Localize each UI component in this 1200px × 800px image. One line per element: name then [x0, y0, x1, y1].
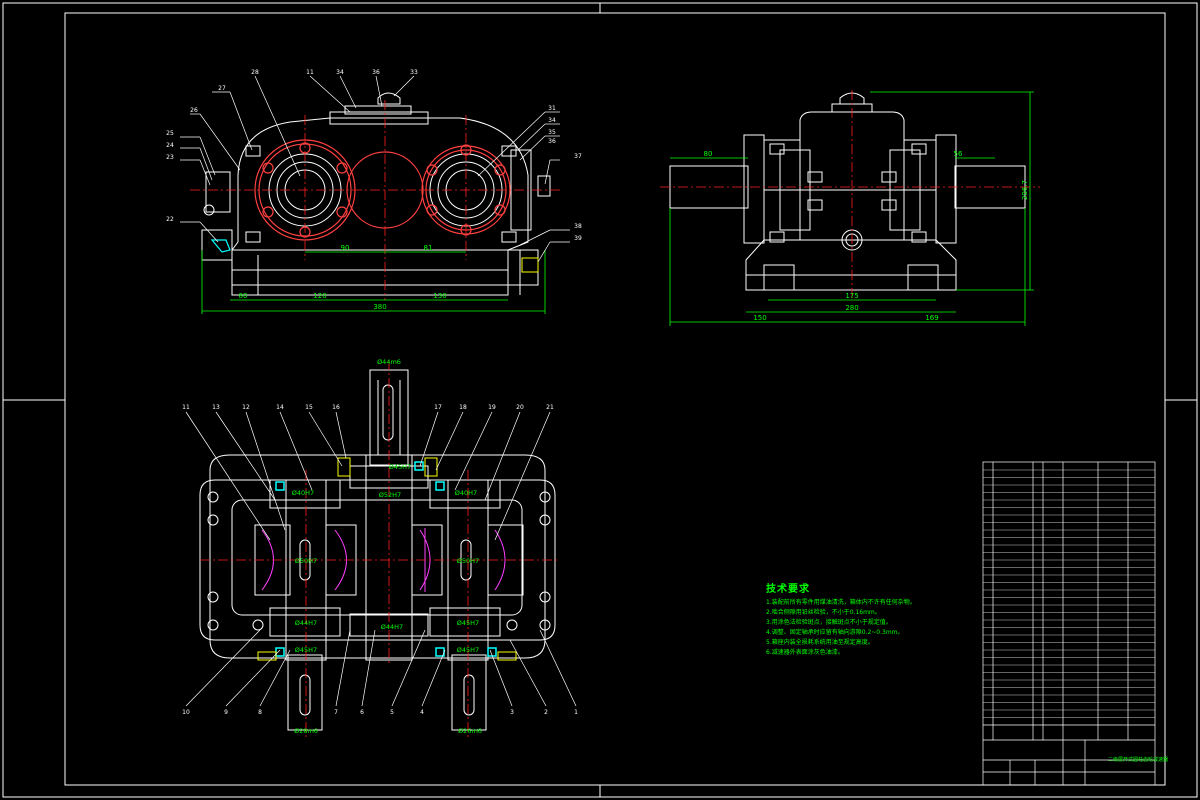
- plan-callout: 16: [332, 404, 340, 411]
- plan-fit: Ø45H7: [389, 463, 411, 471]
- side-dim-2: 56: [954, 150, 963, 158]
- front-dim-4: 380: [373, 303, 386, 311]
- title-block-name: 二级展开式圆柱齿轮减速器: [1108, 757, 1169, 763]
- plan-fit: Ø44H7: [381, 623, 403, 631]
- plan-callout: 20: [516, 404, 524, 411]
- technical-requirements: 技术要求 1.装配前所有零件用煤油清洗，箱体内不许有任何杂物。 2.啮合侧隙用铅…: [766, 580, 976, 658]
- technical-requirement-item: 3.用涂色法检验斑点，接触斑点不小于规定值。: [766, 619, 892, 626]
- front-callout: 36: [372, 69, 380, 76]
- plan-fit: Ø50H7: [295, 557, 317, 565]
- plan-fit: Ø45H7: [295, 646, 317, 654]
- plan-callout: 14: [276, 404, 284, 411]
- plan-callout: 12: [242, 404, 250, 411]
- plan-callout: 18: [459, 404, 467, 411]
- plan-fit: Ø52H7: [379, 491, 401, 499]
- plan-fit: Ø45H7: [457, 619, 479, 627]
- front-callout: 31: [548, 105, 556, 112]
- side-dim-7: 206.7: [1021, 180, 1029, 200]
- plan-callout: 3: [510, 709, 514, 716]
- plan-view: Ø44m6 Ø45H7 Ø52H7 Ø40H7 Ø40H7 Ø50H7 Ø50H…: [182, 358, 578, 740]
- plan-callout: 15: [305, 404, 313, 411]
- front-callout: 28: [251, 69, 259, 76]
- front-callout: 39: [574, 235, 582, 242]
- front-callout: 27: [218, 85, 226, 92]
- plan-callout: 6: [360, 709, 364, 716]
- front-callout: 11: [306, 69, 314, 76]
- plan-fit: Ø26m6: [458, 727, 482, 735]
- technical-requirements-title: 技术要求: [766, 584, 810, 595]
- side-view: 80 56 175 280 150 169 206.7: [660, 90, 1040, 326]
- plan-callout: 5: [390, 709, 394, 716]
- front-callout: 34: [336, 69, 344, 76]
- front-callout: 25: [166, 130, 174, 137]
- plan-callout: 1: [574, 709, 578, 716]
- plan-fit: Ø44H7: [295, 619, 317, 627]
- plan-callout: 9: [224, 709, 228, 716]
- front-callout: 38: [574, 223, 582, 230]
- bom-rows: [983, 469, 1155, 718]
- front-dim-1: 80: [239, 292, 248, 300]
- front-callout: 22: [166, 216, 174, 223]
- plan-callout: 7: [334, 709, 338, 716]
- plan-fit: Ø50H7: [457, 557, 479, 565]
- plan-callout: 10: [182, 709, 190, 716]
- side-dim-4: 280: [845, 304, 858, 312]
- plan-callout: 13: [212, 404, 220, 411]
- technical-requirement-item: 5.箱座内装全损耗系统用油至规定高度。: [766, 639, 874, 646]
- side-dim-6: 169: [925, 314, 938, 322]
- plan-callout: 11: [182, 404, 190, 411]
- front-callout: 23: [166, 154, 174, 161]
- side-dim-1: 80: [704, 150, 713, 158]
- technical-requirement-item: 2.啮合侧隙用铅丝检验，不小于0.16mm。: [766, 609, 881, 616]
- technical-requirement-item: 6.减速器外表面涂灰色油漆。: [766, 649, 844, 656]
- front-dim-6: 81: [424, 244, 433, 252]
- plan-callout: 4: [420, 709, 424, 716]
- front-view: 80 120 130 380 90 81: [166, 69, 582, 314]
- plan-callout: 19: [488, 404, 496, 411]
- front-dim-3: 130: [433, 292, 446, 300]
- plan-callout: 2: [544, 709, 548, 716]
- plan-fit: Ø40H7: [455, 489, 477, 497]
- plan-fit: Ø45H7: [457, 646, 479, 654]
- front-callout: 35: [548, 129, 556, 136]
- technical-requirement-item: 4.调整、固定轴承时应留有轴向游隙0.2~0.3mm。: [766, 629, 904, 636]
- plan-callout: 21: [546, 404, 554, 411]
- front-callout: 34: [548, 117, 556, 124]
- side-dim-5: 150: [753, 314, 766, 322]
- front-callout: 26: [190, 107, 198, 114]
- front-callout: 37: [574, 153, 582, 160]
- plan-fit: Ø28m6: [294, 727, 318, 735]
- front-dim-5: 90: [341, 244, 350, 252]
- plan-callout: 17: [434, 404, 442, 411]
- front-callout: 24: [166, 142, 174, 149]
- plan-fit: Ø44m6: [377, 358, 401, 366]
- technical-requirement-item: 1.装配前所有零件用煤油清洗，箱体内不许有任何杂物。: [766, 599, 916, 606]
- side-dim-3: 175: [845, 292, 858, 300]
- front-callout: 33: [410, 69, 418, 76]
- plan-callout: 8: [258, 709, 262, 716]
- bill-of-materials: [982, 461, 1156, 786]
- front-callout: 36: [548, 138, 556, 145]
- front-dim-2: 120: [313, 292, 326, 300]
- plan-fit: Ø40H7: [292, 489, 314, 497]
